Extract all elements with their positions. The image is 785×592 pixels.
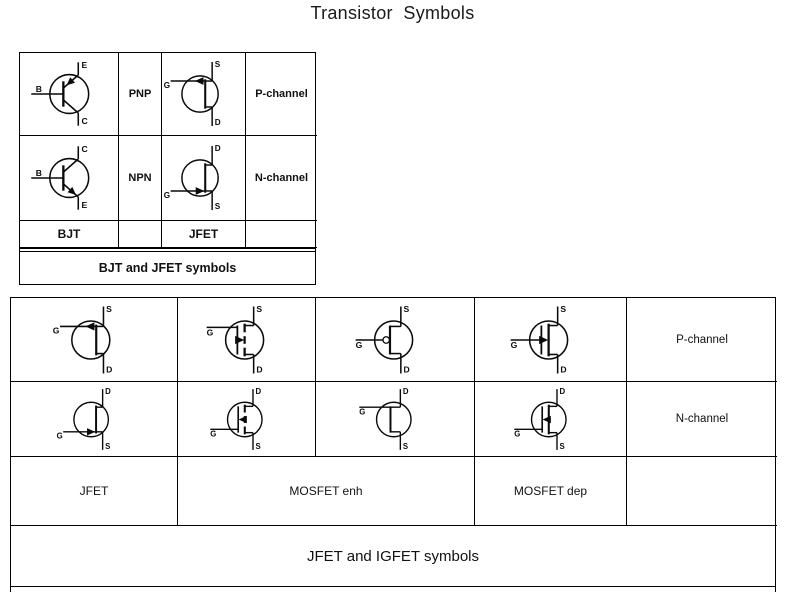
table-row: JFET MOSFET enh MOSFET dep — [11, 457, 777, 526]
svg-text:C: C — [81, 116, 87, 126]
svg-text:D: D — [215, 118, 221, 127]
svg-text:D: D — [402, 387, 408, 396]
svg-text:D: D — [105, 387, 111, 396]
mosfet-dep-n-cell: D S G — [475, 382, 627, 457]
empty-cell — [246, 221, 317, 248]
bjt-jfet-table: B E C PNP S D G P-channel B C E NPN D S G N-chan… — [19, 52, 317, 285]
svg-text:S: S — [215, 60, 221, 69]
mosfet-simple-p-symbol: S D G — [355, 303, 413, 374]
svg-text:S: S — [106, 303, 112, 313]
svg-text:G: G — [514, 429, 520, 438]
mosfet-dep-n-symbol: D S G — [514, 387, 567, 451]
bjt-pnp-cell: B E C — [20, 53, 119, 136]
table-row: D S G D S G D S G D S G N-channel — [11, 382, 777, 457]
svg-text:D: D — [215, 144, 221, 153]
svg-text:S: S — [560, 442, 565, 451]
jfet-p-symbol: S D G — [52, 303, 112, 374]
mosfet-enh-p-symbol: S D G — [207, 303, 265, 374]
table-caption: JFET and IGFET symbols — [11, 526, 775, 587]
svg-text:E: E — [81, 60, 87, 70]
mosfet-dep-p-symbol: S D G — [510, 303, 569, 374]
bjt-npn-symbol: B C E — [31, 144, 90, 210]
label-jfet: JFET — [162, 221, 246, 248]
label-p-channel: P-channel — [627, 298, 777, 382]
mosfet-enh-n-cell: D S G — [178, 382, 316, 457]
svg-text:E: E — [81, 200, 87, 210]
table-row: S D G S D G S D G S D G P-channel — [11, 298, 777, 382]
svg-text:S: S — [256, 303, 262, 313]
table-caption: BJT and JFET symbols — [20, 248, 315, 284]
svg-text:C: C — [81, 144, 87, 154]
svg-text:D: D — [106, 364, 112, 374]
svg-text:G: G — [56, 431, 62, 440]
svg-text:S: S — [402, 442, 407, 451]
mosfet-enh-n-symbol: D S G — [210, 387, 263, 451]
label-mosfet-dep: MOSFET dep — [475, 457, 627, 526]
svg-text:S: S — [256, 442, 261, 451]
jfet-n-cell: D S G — [11, 382, 178, 457]
svg-text:G: G — [52, 325, 59, 335]
svg-text:S: S — [215, 202, 221, 211]
svg-text:G: G — [511, 340, 518, 350]
label-npn: NPN — [119, 136, 162, 221]
svg-text:S: S — [560, 303, 566, 313]
cutoff-row — [11, 587, 775, 592]
svg-text:G: G — [164, 191, 170, 200]
jfet-p-symbol: S D G — [164, 60, 221, 127]
jfet-p-cell: S D G — [162, 53, 246, 136]
mosfet-simple-n-cell: D S G — [316, 382, 475, 457]
svg-text:G: G — [210, 429, 216, 438]
bjt-pnp-symbol: B E C — [31, 60, 90, 126]
svg-text:D: D — [403, 364, 409, 374]
svg-text:G: G — [355, 340, 362, 350]
jfet-p-cell: S D G — [11, 298, 178, 382]
svg-text:D: D — [256, 387, 262, 396]
svg-text:G: G — [359, 407, 365, 416]
jfet-n-symbol: D S G — [56, 387, 111, 451]
table-row: BJT JFET — [20, 221, 317, 248]
svg-text:S: S — [403, 303, 409, 313]
bjt-npn-cell: B C E — [20, 136, 119, 221]
mosfet-simple-n-symbol: D S G — [358, 387, 412, 451]
mosfet-simple-p-cell: S D G — [316, 298, 475, 382]
svg-text:D: D — [560, 364, 566, 374]
label-jfet: JFET — [11, 457, 178, 526]
jfet-n-symbol: D S G — [164, 144, 221, 211]
svg-text:S: S — [105, 442, 110, 451]
empty-cell — [627, 457, 777, 526]
label-p-channel: P-channel — [246, 53, 317, 136]
mosfet-enh-p-cell: S D G — [178, 298, 316, 382]
label-n-channel: N-channel — [627, 382, 777, 457]
label-n-channel: N-channel — [246, 136, 317, 221]
svg-text:B: B — [36, 84, 42, 94]
page-title: Transistor Symbols — [310, 3, 475, 23]
svg-text:G: G — [164, 81, 170, 90]
empty-cell — [119, 221, 162, 248]
svg-text:D: D — [560, 387, 566, 396]
svg-text:G: G — [207, 327, 214, 337]
label-mosfet-enh: MOSFET enh — [178, 457, 475, 526]
svg-text:B: B — [36, 168, 42, 178]
label-bjt: BJT — [20, 221, 119, 248]
svg-text:D: D — [256, 364, 262, 374]
table-row: B E C PNP S D G P-channel — [20, 53, 317, 136]
jfet-n-cell: D S G — [162, 136, 246, 221]
mosfet-dep-p-cell: S D G — [475, 298, 627, 382]
table-row: B C E NPN D S G N-channel — [20, 136, 317, 221]
label-pnp: PNP — [119, 53, 162, 136]
